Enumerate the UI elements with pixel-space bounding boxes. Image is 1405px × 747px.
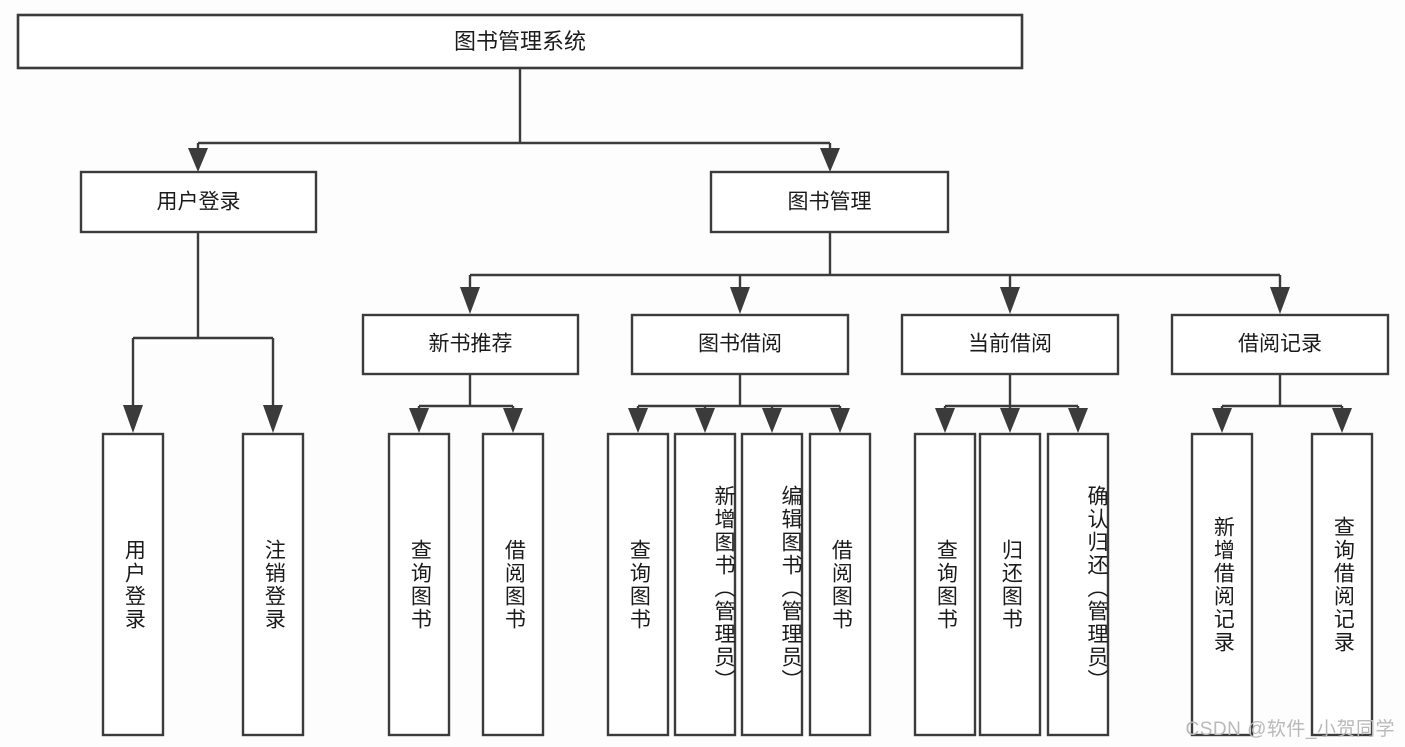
- arrow-head-icon: [830, 408, 850, 433]
- connector-new-book-recommend-to-leaves: [409, 374, 523, 433]
- connector-book-manage-to-level3: [460, 232, 1290, 314]
- node-root-label: 图书管理系统: [454, 29, 586, 54]
- connector-borrow-record-to-leaves: [1212, 374, 1352, 433]
- arrow-head-icon: [762, 408, 782, 433]
- arrow-head-icon: [1212, 408, 1232, 433]
- node-book-borrow[interactable]: 图书借阅: [630, 313, 850, 376]
- arrow-head-icon: [263, 405, 283, 433]
- watermark: CSDN @软件_小贺同学: [1185, 719, 1395, 740]
- leaf-rect-edit-book[interactable]: [740, 432, 804, 737]
- node-book-manage-label: 图书管理: [788, 191, 872, 214]
- arrow-head-icon: [1000, 287, 1020, 314]
- arrow-head-icon: [409, 408, 429, 433]
- arrow-head-icon: [1270, 287, 1290, 314]
- leaf-rect-borrow-book-1[interactable]: [481, 432, 545, 737]
- leaf-rect-add-book[interactable]: [673, 432, 737, 737]
- leaf-rect-return-book[interactable]: [978, 432, 1042, 737]
- arrow-head-icon: [1068, 408, 1088, 433]
- node-borrow-record[interactable]: 借阅记录: [1170, 313, 1390, 376]
- node-borrow-record-label: 借阅记录: [1238, 333, 1322, 356]
- arrow-head-icon: [503, 408, 523, 433]
- arrow-head-icon: [460, 287, 480, 314]
- node-book-manage[interactable]: 图书管理: [709, 170, 950, 234]
- leaf-rect-query-book-1[interactable]: [387, 432, 451, 737]
- arrow-head-icon: [123, 405, 143, 433]
- leaf-rect-query-book-3[interactable]: [913, 432, 977, 737]
- arrow-head-icon: [820, 148, 840, 172]
- node-current-borrow-label: 当前借阅: [968, 333, 1052, 356]
- leaf-rects: [101, 432, 1374, 737]
- node-user-login-label: 用户登录: [157, 191, 241, 214]
- arrow-head-icon: [188, 148, 208, 172]
- node-current-borrow[interactable]: 当前借阅: [900, 313, 1120, 376]
- arrow-head-icon: [935, 408, 955, 433]
- arrow-head-icon: [695, 408, 715, 433]
- leaf-rect-confirm-return[interactable]: [1046, 432, 1110, 737]
- leaf-rect-query-record[interactable]: [1310, 432, 1374, 737]
- leaf-rect-borrow-book-2[interactable]: [808, 432, 872, 737]
- node-user-login[interactable]: 用户登录: [79, 170, 318, 234]
- node-book-borrow-label: 图书借阅: [698, 333, 782, 356]
- arrow-head-icon: [1332, 408, 1352, 433]
- connector-root-to-level2: [188, 68, 840, 172]
- leaf-rect-query-book-2[interactable]: [606, 432, 670, 737]
- leaf-rect-add-record[interactable]: [1190, 432, 1254, 737]
- arrow-head-icon: [730, 287, 750, 314]
- leaf-rect-user-login[interactable]: [101, 432, 165, 737]
- node-new-book-recommend[interactable]: 新书推荐: [361, 313, 580, 376]
- connector-current-borrow-to-leaves: [935, 374, 1088, 433]
- leaf-rect-logout-login[interactable]: [241, 432, 305, 737]
- arrow-head-icon: [628, 408, 648, 433]
- node-new-book-recommend-label: 新书推荐: [429, 333, 513, 356]
- node-root[interactable]: 图书管理系统: [16, 13, 1024, 70]
- connector-book-borrow-to-leaves: [628, 374, 850, 433]
- connector-user-login-to-leaves: [123, 232, 283, 433]
- arrow-head-icon: [1000, 408, 1020, 433]
